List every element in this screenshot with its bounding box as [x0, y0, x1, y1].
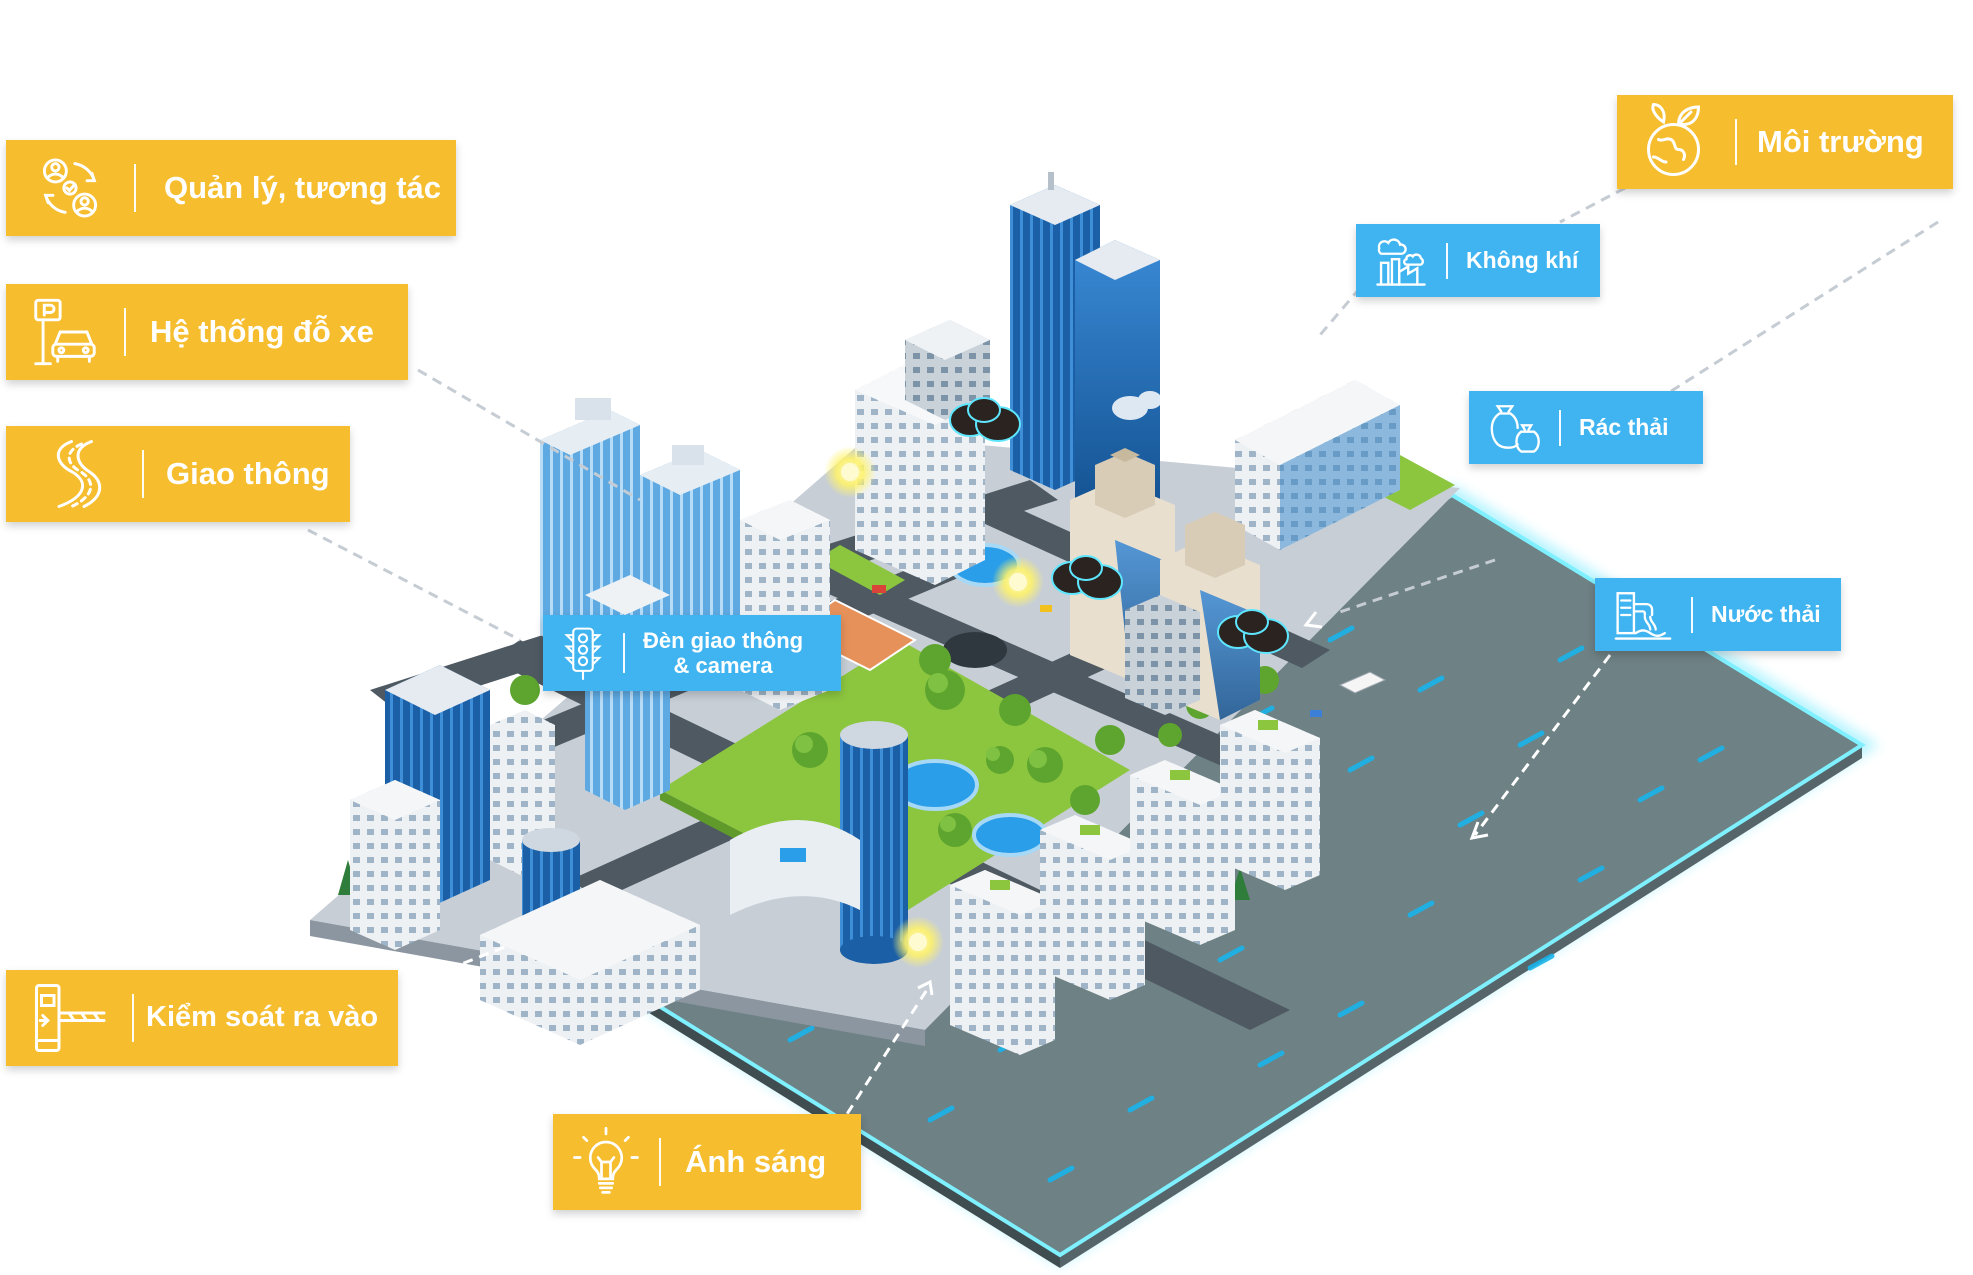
- label-text-line2: & camera: [673, 653, 773, 678]
- label-separator: [659, 1138, 661, 1186]
- buildings: [350, 172, 1400, 1055]
- label-air: Không khí: [1356, 224, 1600, 297]
- apartment-block-3: [1130, 760, 1235, 945]
- connector-lines: [307, 186, 1939, 642]
- office-white-front-left: [350, 780, 440, 950]
- label-parking-system: Hệ thống đỗ xe: [6, 284, 408, 380]
- label-traffic: Giao thông: [6, 426, 350, 522]
- label-separator: [1691, 596, 1693, 633]
- parking-car-icon: [6, 293, 124, 371]
- label-text: Môi trường: [1757, 124, 1924, 160]
- label-text: Ánh sáng: [685, 1144, 827, 1180]
- label-text: Rác thải: [1579, 414, 1669, 441]
- label-separator: [1446, 242, 1448, 279]
- label-environment: Môi trường: [1617, 95, 1953, 189]
- office-long-white: [1235, 380, 1400, 550]
- label-separator: [1559, 409, 1561, 446]
- label-text-line1: Đèn giao thông: [643, 627, 804, 653]
- management-interaction-icon: [6, 149, 134, 227]
- label-text: Đèn giao thông & camera: [643, 628, 803, 679]
- apartment-block-2: [1040, 815, 1145, 1000]
- traffic-light-icon: [543, 623, 623, 683]
- label-separator: [142, 450, 144, 498]
- label-text: Quản lý, tương tác: [164, 170, 442, 206]
- label-text: Hệ thống đỗ xe: [150, 314, 374, 350]
- label-text: Không khí: [1466, 247, 1579, 274]
- steam-puffs: [1112, 391, 1162, 420]
- apartment-block-4: [1220, 710, 1320, 890]
- label-traffic-light-camera: Đèn giao thông & camera: [543, 615, 841, 691]
- label-text: Kiểm soát ra vào: [146, 1001, 379, 1034]
- label-separator: [132, 994, 134, 1042]
- twin-tower-right: [1075, 240, 1160, 520]
- roundabout: [943, 632, 1007, 668]
- office-low-front: [480, 880, 700, 1045]
- connector-arrowheads: [917, 611, 1489, 996]
- label-lighting: Ánh sáng: [553, 1114, 861, 1210]
- apartment-block-1: [950, 870, 1055, 1055]
- vehicles: [872, 585, 1387, 717]
- street-lights: [824, 446, 1044, 968]
- label-separator: [623, 633, 625, 673]
- lightbulb-icon: [553, 1126, 659, 1198]
- smog-clouds: [949, 397, 1289, 654]
- label-text: Nước thải: [1711, 601, 1821, 628]
- label-separator: [1735, 119, 1737, 165]
- barrier-gate-icon: [6, 978, 132, 1058]
- label-separator: [134, 164, 136, 212]
- factory-smoke-icon: [1356, 232, 1446, 290]
- apartment-block-5: [1125, 595, 1200, 715]
- label-separator: [124, 308, 126, 356]
- office-white-tall: [855, 320, 990, 585]
- road-icon: [6, 434, 142, 514]
- label-text: Giao thông: [166, 456, 330, 492]
- label-wastewater: Nước thải: [1595, 578, 1841, 651]
- garbage-bag-icon: [1469, 399, 1559, 457]
- label-access-control: Kiểm soát ra vào: [6, 970, 398, 1066]
- park-pool-2: [972, 813, 1048, 857]
- tower-center-left: [585, 575, 670, 810]
- curved-building: [730, 820, 860, 915]
- label-waste: Rác thải: [1469, 391, 1703, 464]
- eco-globe-icon: [1617, 102, 1735, 182]
- label-management-interaction: Quản lý, tương tác: [6, 140, 456, 236]
- water-surface: [625, 495, 1862, 1255]
- wastewater-pipe-icon: [1595, 586, 1691, 644]
